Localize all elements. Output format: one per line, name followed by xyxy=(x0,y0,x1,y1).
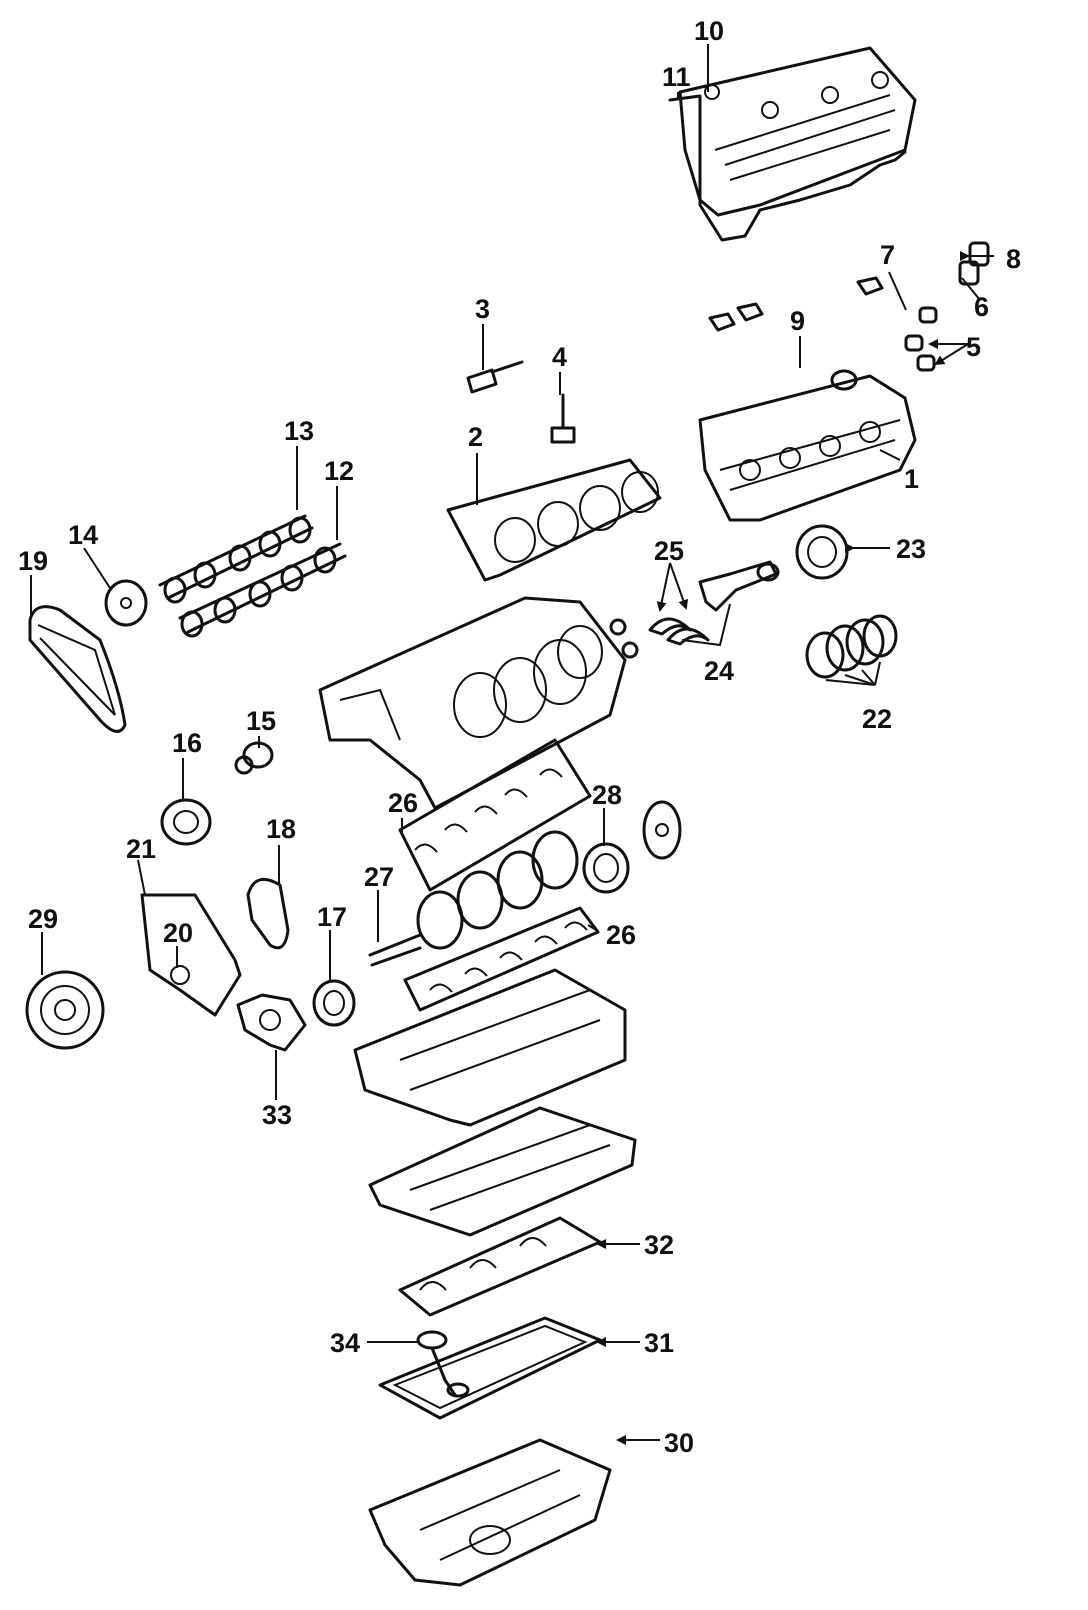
callout-9: 9 xyxy=(790,306,805,336)
main-bearings-lower xyxy=(403,906,600,1012)
callout-32: 32 xyxy=(644,1230,674,1260)
rear-main-seal xyxy=(582,842,630,894)
flexplate-hub xyxy=(642,800,682,860)
callout-23: 23 xyxy=(896,534,926,564)
engine-block xyxy=(318,596,627,810)
front-cover xyxy=(140,893,242,1017)
callout-34: 34 xyxy=(330,1328,360,1358)
timing-chain-short xyxy=(246,877,290,950)
leader-lines xyxy=(30,44,994,1445)
valve-springs xyxy=(830,241,990,391)
callout-15: 15 xyxy=(246,706,276,736)
callout-6: 6 xyxy=(974,292,989,322)
callout-28: 28 xyxy=(592,780,622,810)
camshaft-upper xyxy=(158,514,314,604)
main-bearings-upper xyxy=(398,738,592,892)
callout-31: 31 xyxy=(644,1328,674,1358)
callout-5: 5 xyxy=(966,332,981,362)
callout-4: 4 xyxy=(552,342,567,372)
callout-1: 1 xyxy=(904,464,919,494)
main-cap-girdle xyxy=(368,1106,637,1237)
cylinder-head xyxy=(698,374,917,522)
callout-12: 12 xyxy=(324,456,354,486)
callout-19: 19 xyxy=(18,546,48,576)
idler-pulley xyxy=(160,798,212,846)
lower-crankcase xyxy=(353,968,627,1127)
oil-pan-gasket xyxy=(378,1316,602,1420)
callout-3: 3 xyxy=(475,294,490,324)
head-bolts xyxy=(466,360,576,444)
crankshaft xyxy=(368,830,579,967)
callout-25: 25 xyxy=(654,536,684,566)
valve-cover xyxy=(668,46,917,242)
callout-29: 29 xyxy=(28,904,58,934)
callout-16: 16 xyxy=(172,728,202,758)
oil-pump xyxy=(236,993,307,1052)
callout-26-upper: 26 xyxy=(388,788,418,818)
rod-bearings xyxy=(609,617,710,659)
front-seal xyxy=(312,979,356,1027)
callout-30: 30 xyxy=(664,1428,694,1458)
callout-21: 21 xyxy=(126,834,156,864)
callout-14: 14 xyxy=(68,520,98,550)
oil-baffle xyxy=(398,1216,602,1317)
callout-10: 10 xyxy=(694,16,724,46)
rocker-clips xyxy=(708,276,884,332)
callout-7: 7 xyxy=(880,240,895,270)
callout-17: 17 xyxy=(317,902,347,932)
oil-pan xyxy=(368,1438,612,1587)
callout-labels: 10 11 8 6 7 5 9 1 3 4 2 23 25 24 22 13 1… xyxy=(18,16,1021,1458)
callout-13: 13 xyxy=(284,416,314,446)
timing-chain-long xyxy=(28,605,127,733)
callout-18: 18 xyxy=(266,814,296,844)
piston xyxy=(795,524,849,580)
camshaft-lower xyxy=(178,542,347,638)
callout-27: 27 xyxy=(364,862,394,892)
oil-pickup xyxy=(416,1330,470,1398)
tensioner xyxy=(234,741,274,775)
cam-sprocket xyxy=(104,579,148,627)
callout-26-lower: 26 xyxy=(606,920,636,950)
callout-24: 24 xyxy=(704,656,734,686)
callout-2: 2 xyxy=(468,422,483,452)
connecting-rod xyxy=(698,560,780,612)
callout-22: 22 xyxy=(862,704,892,734)
harmonic-balancer xyxy=(25,970,105,1050)
piston-rings xyxy=(805,614,898,679)
callout-11: 11 xyxy=(662,62,691,92)
callout-33: 33 xyxy=(262,1100,292,1130)
callout-20: 20 xyxy=(163,918,193,948)
head-gasket xyxy=(446,458,662,582)
callout-8: 8 xyxy=(1006,244,1021,274)
